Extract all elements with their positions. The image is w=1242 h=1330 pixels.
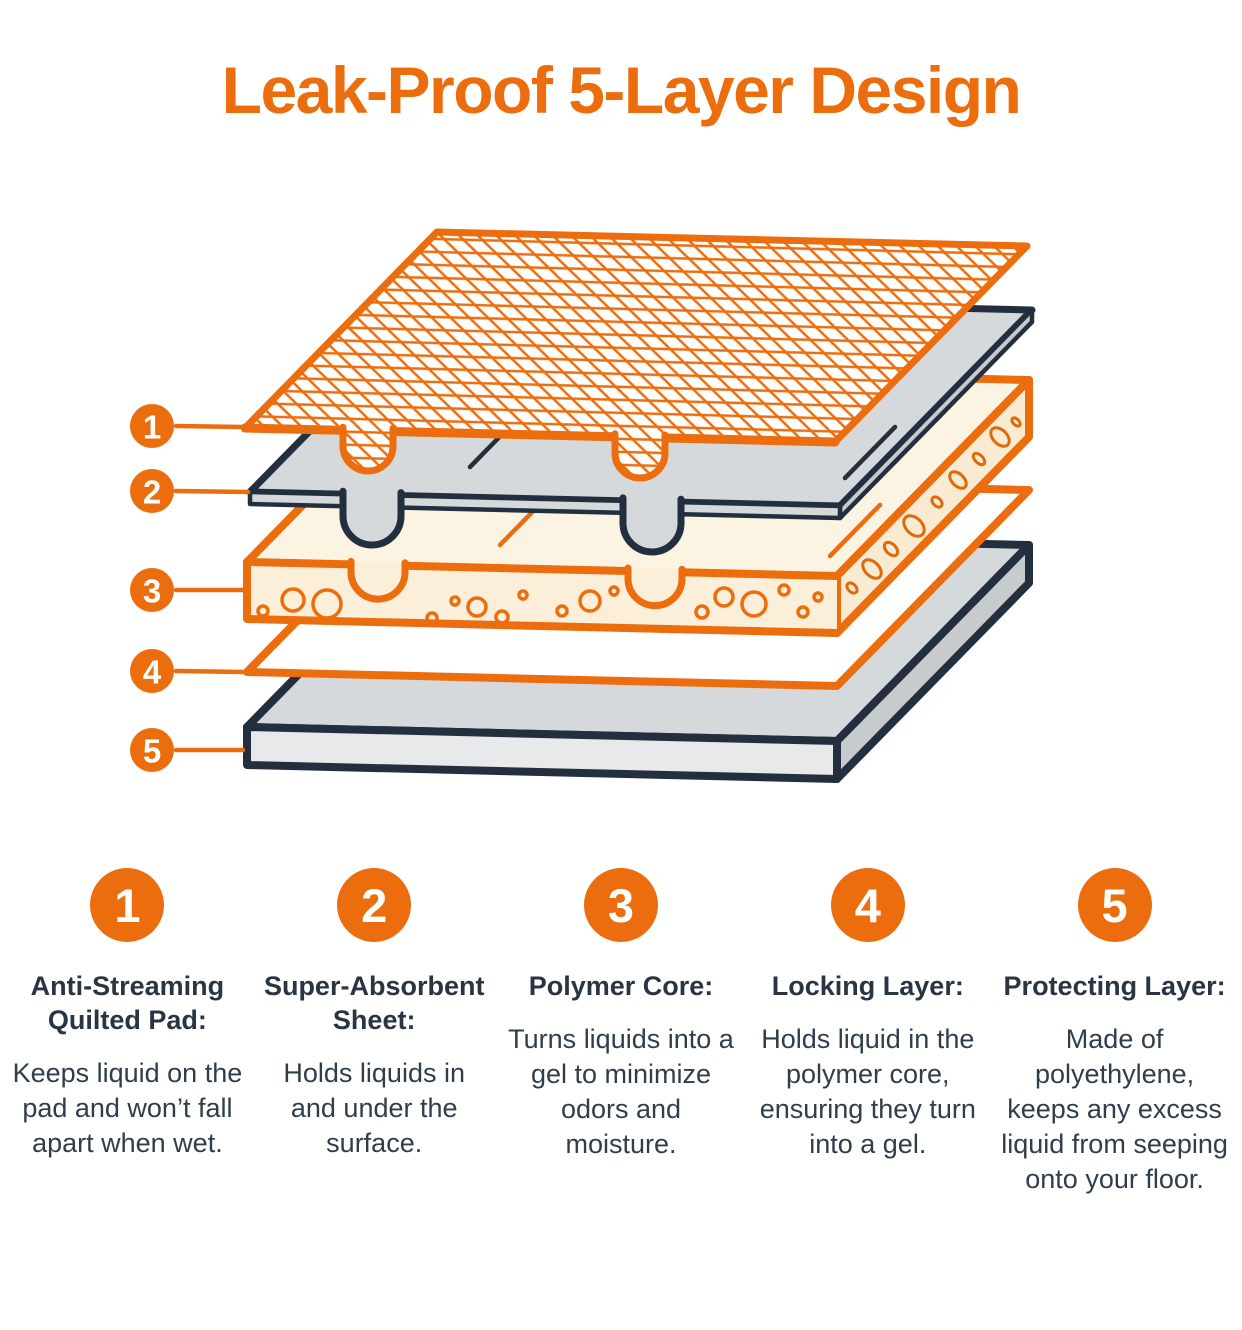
polymer-bubbles [256,583,824,625]
feature-number-badge: 1 [90,868,165,942]
callout-number: 4 [143,654,162,691]
feature-heading: Anti-Streaming Quilted Pad: [30,971,225,1036]
core-notch [624,564,686,610]
layer-diagram: 1 2 3 4 5 [130,228,1036,783]
mesh-drips [339,423,669,482]
diagram-callout-3: 3 [130,568,174,612]
feature-description: Holds liquid in the polymer core, ensuri… [759,1024,976,1160]
diagram-callout-5: 5 [130,728,174,772]
diagram-callout-1: 1 [130,404,174,448]
feature-heading: Polymer Core: [528,971,714,1001]
core-notch [347,557,409,603]
callout-number: 3 [143,573,161,610]
feature-heading: Locking Layer: [771,971,964,1001]
polymer-bubbles-side [845,416,1022,595]
feature-number-badge: 3 [583,868,658,942]
feature-number-badge: 4 [830,868,905,942]
layer-1-quilted-mesh [240,228,1031,482]
diagram-callout-2: 2 [130,469,174,513]
feature-description: Made of polyethylene, keeps any excess l… [1001,1024,1228,1195]
feature-column-4: 4 Locking Layer: Holds liquid in the pol… [744,868,991,1197]
feature-columns: 1 Anti-Streaming Quilted Pad: Keeps liqu… [0,868,1242,1197]
feature-heading: Super-Absorbent Sheet: [263,971,485,1036]
callout-lines [173,423,251,753]
feature-description: Turns liquids into a gel to minimize odo… [508,1024,734,1160]
feature-number-badge: 5 [1077,868,1152,942]
callout-number: 5 [143,733,161,770]
absorbent-drips [339,487,685,556]
exploded-layers-illustration: 1 2 3 4 5 [130,228,1036,783]
feature-column-5: 5 Protecting Layer: Made of polyethylene… [991,868,1238,1197]
diagram-callout-4: 4 [130,649,174,693]
feature-description: Holds liquids in and under the surface. [283,1058,465,1159]
feature-heading: Protecting Layer: [1003,971,1226,1001]
feature-description: Keeps liquid on the pad and won’t fall a… [12,1058,243,1159]
feature-column-2: 2 Super-Absorbent Sheet: Holds liquids i… [251,868,498,1197]
feature-number-badge: 2 [337,868,412,942]
callout-number: 2 [143,474,161,511]
page-title: Leak-Proof 5-Layer Design [221,53,1022,127]
feature-column-1: 1 Anti-Streaming Quilted Pad: Keeps liqu… [4,868,251,1197]
callout-number: 1 [143,409,161,446]
feature-column-3: 3 Polymer Core: Turns liquids into a gel… [498,868,745,1197]
